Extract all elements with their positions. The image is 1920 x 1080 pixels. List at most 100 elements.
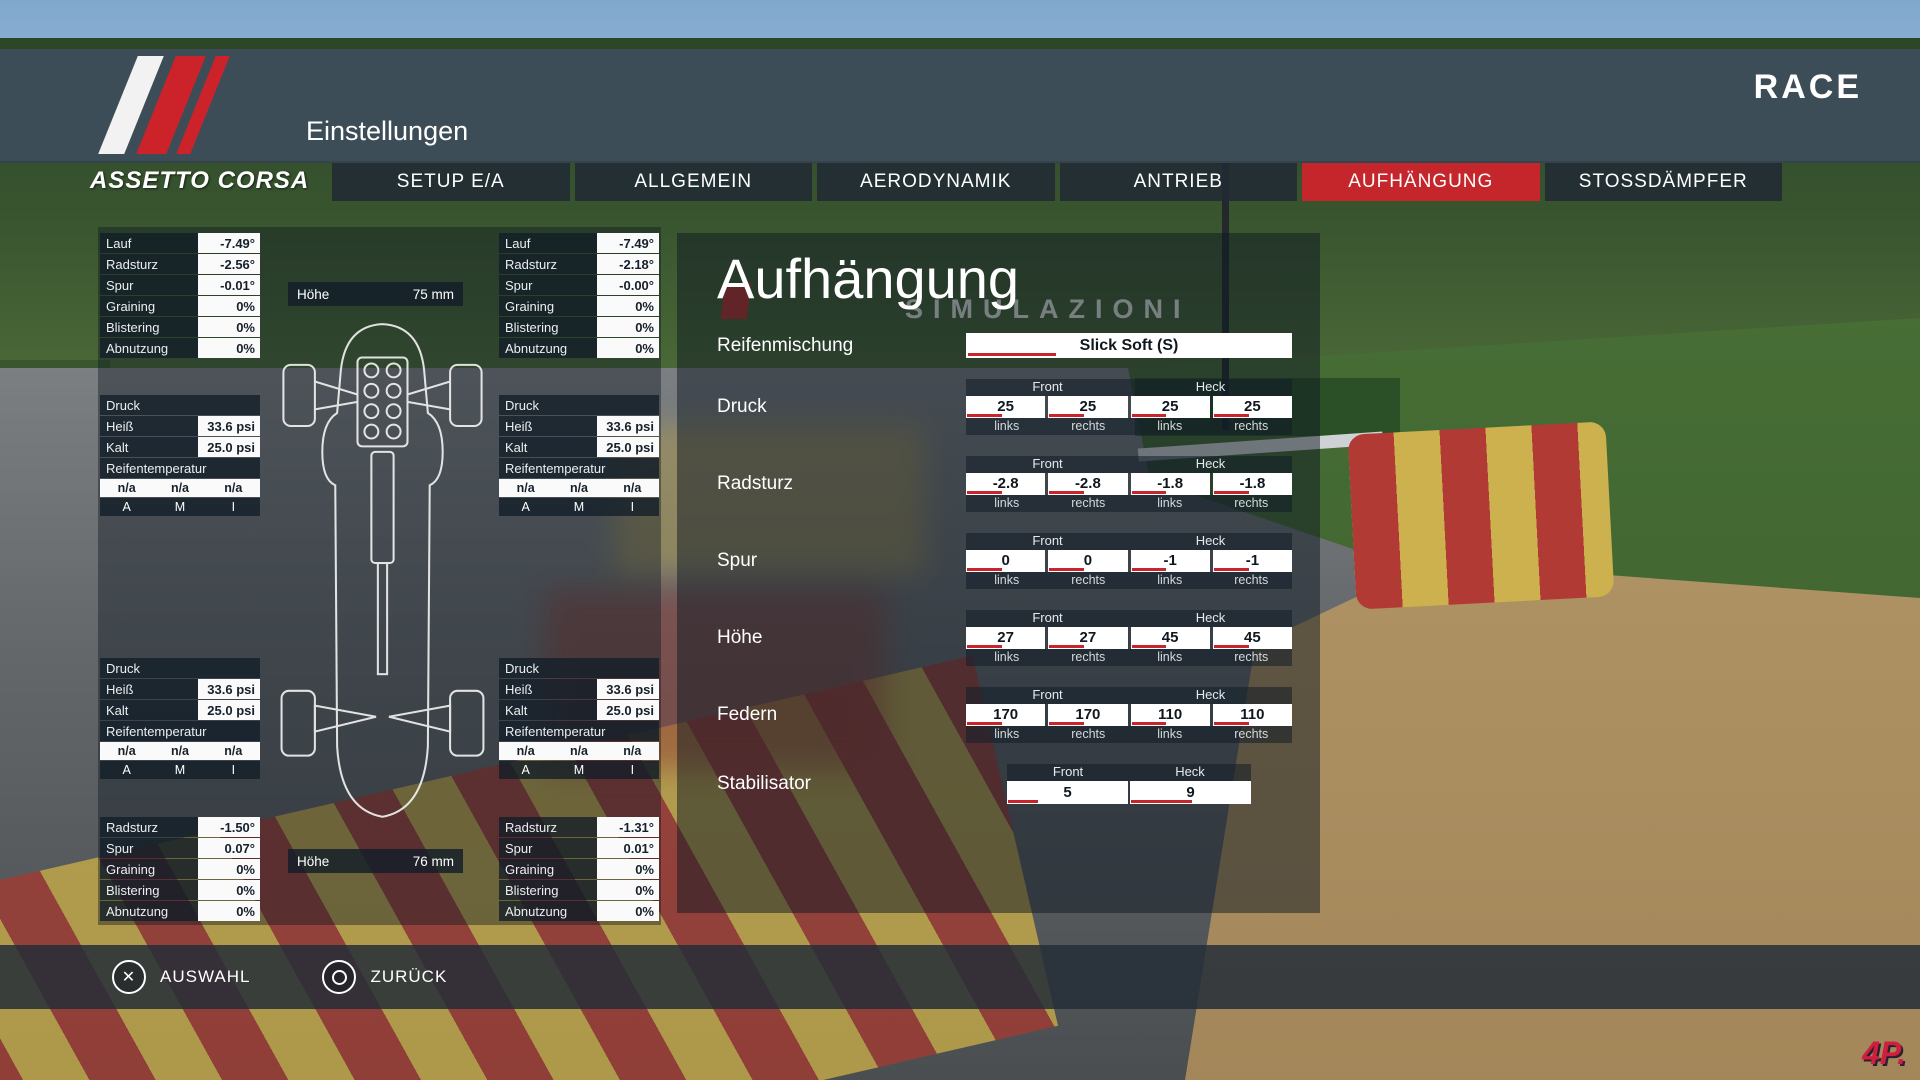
federn-heck-links-input[interactable]: 110 [1130,704,1210,726]
col-label-rechts: rechts [1234,419,1269,433]
stat-value: -0.00° [597,275,659,295]
hoehe-front-rechts-input[interactable]: 27 [1048,627,1128,649]
col-label-links: links [1157,650,1183,664]
ride-height-label: Höhe [297,853,330,869]
stat-value: 25.0 psi [597,437,659,457]
tab-aufhaengung[interactable]: AUFHÄNGUNG [1302,163,1540,201]
group-header-front: Front [1032,456,1063,471]
stat-label: Spur [499,838,597,858]
druck-front-links-input[interactable]: 25 [966,396,1046,418]
spur-heck-links-input[interactable]: -1 [1130,550,1210,572]
car-top-view-icon [280,323,485,818]
spur-front-rechts-input[interactable]: 0 [1048,550,1128,572]
spur-heck-rechts-input[interactable]: -1 [1212,550,1292,572]
tab-antrieb[interactable]: ANTRIEB [1059,163,1297,201]
stabilisator-heck-input[interactable]: 9 [1130,781,1251,804]
stat-value: 0% [198,880,260,900]
federn-front-links-input[interactable]: 170 [966,704,1046,726]
setup-row-stabilisator: Stabilisator Front Heck 5 9 [717,764,1320,804]
group-header-front: Front [1032,687,1063,702]
temp-header: Reifentemperatur [499,721,659,741]
radsturz-heck-links-input[interactable]: -1.8 [1130,473,1210,495]
col-label-links: links [1157,419,1183,433]
pressure-header: Druck [100,395,260,415]
col-label-links: links [994,650,1020,664]
stat-label: Blistering [499,880,597,900]
stat-value: 33.6 psi [597,679,659,699]
col-label-links: links [1157,573,1183,587]
tab-setup-ea[interactable]: SETUP E/A [332,163,570,201]
col-label-rechts: rechts [1071,650,1106,664]
hoehe-front-links-input[interactable]: 27 [966,627,1046,649]
radsturz-heck-rechts-input[interactable]: -1.8 [1212,473,1292,495]
druck-front-rechts-input[interactable]: 25 [1048,396,1128,418]
ride-height-value: 76 mm [412,853,454,869]
tire-barrier [1347,421,1615,610]
druck-heck-rechts-input[interactable]: 25 [1212,396,1292,418]
select-button[interactable]: ✕ AUSWAHL [112,960,250,994]
stat-label: Kalt [499,700,597,720]
col-label-rechts: rechts [1071,419,1106,433]
group-header-heck: Heck [1195,379,1226,394]
col-label-rechts: rechts [1234,573,1269,587]
group-header-front: Front [1032,533,1063,548]
radsturz-front-rechts-input[interactable]: -2.8 [1048,473,1128,495]
col-label-links: links [994,727,1020,741]
group-header-heck: Heck [1195,610,1226,625]
ride-height-front: Höhe 75 mm [288,282,463,306]
col-label-rechts: rechts [1071,496,1106,510]
row-label: Stabilisator [717,773,811,794]
group-header-front: Front [1052,764,1084,779]
row-label: Druck [717,396,767,417]
spur-front-links-input[interactable]: 0 [966,550,1046,572]
group-header-heck: Heck [1175,764,1205,779]
tab-allgemein[interactable]: ALLGEMEIN [574,163,812,201]
stat-value: 0% [597,317,659,337]
car-diagram-area: Höhe 75 mm [260,227,499,925]
hoehe-heck-rechts-input[interactable]: 45 [1212,627,1292,649]
hoehe-heck-links-input[interactable]: 45 [1130,627,1210,649]
tab-stossdaempfer[interactable]: STOSSDÄMPFER [1544,163,1782,201]
stat-label: Graining [499,296,597,316]
stat-label: Blistering [100,317,198,337]
stat-value: 0.01° [597,838,659,858]
ride-height-value: 75 mm [412,286,454,302]
stat-value: 0% [597,296,659,316]
group-header-heck: Heck [1195,687,1226,702]
col-label-rechts: rechts [1234,727,1269,741]
tire-stats-front-right: Lauf-7.49° Radsturz-2.18° Spur-0.00° Gra… [499,233,659,359]
suspension-panel: Aufhängung Reifenmischung Slick Soft (S)… [677,233,1320,913]
col-label-links: links [994,496,1020,510]
stat-label: Spur [100,838,198,858]
telemetry-left-column: Lauf-7.49° Radsturz-2.56° Spur-0.01° Gra… [100,227,260,925]
radsturz-front-links-input[interactable]: -2.8 [966,473,1046,495]
stat-label: Graining [100,296,198,316]
stat-label: Spur [100,275,198,295]
stat-value: 0% [597,901,659,921]
federn-heck-rechts-input[interactable]: 110 [1212,704,1292,726]
stabilisator-front-input[interactable]: 5 [1007,781,1128,804]
tab-aerodynamik[interactable]: AERODYNAMIK [817,163,1055,201]
druck-heck-links-input[interactable]: 25 [1130,396,1210,418]
col-label-rechts: rechts [1234,650,1269,664]
telemetry-right-column: Lauf-7.49° Radsturz-2.18° Spur-0.00° Gra… [499,227,659,925]
ride-height-label: Höhe [297,286,330,302]
header-band [0,49,1920,163]
stat-value: 0% [597,859,659,879]
col-label-links: links [994,573,1020,587]
tyre-compound-selector[interactable]: Slick Soft (S) [966,333,1292,358]
back-button[interactable]: ZURÜCK [322,960,447,994]
stat-value: 0% [198,338,260,358]
stat-value: 25.0 psi [198,700,260,720]
federn-front-rechts-input[interactable]: 170 [1048,704,1128,726]
